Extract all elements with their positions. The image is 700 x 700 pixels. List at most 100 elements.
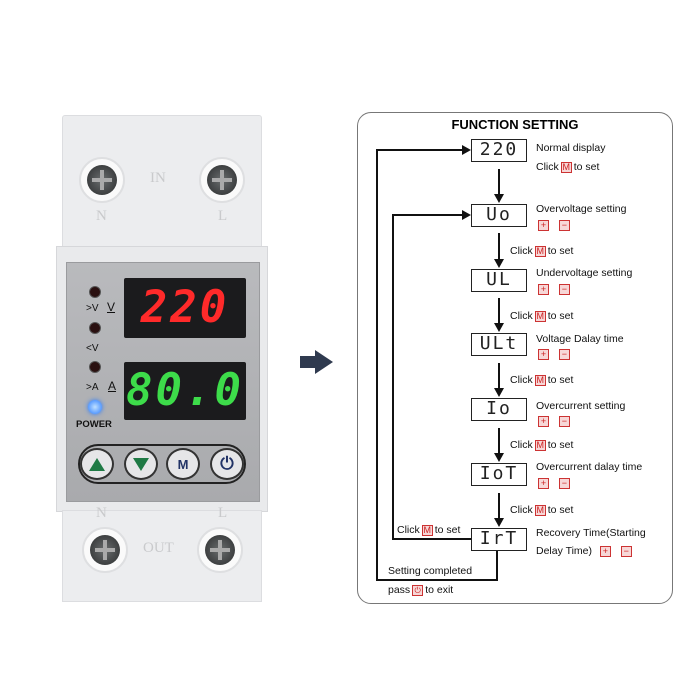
power-key-icon: ⏻ bbox=[412, 584, 424, 596]
outer-loop-bottom bbox=[376, 579, 498, 581]
step-box-uo: Uo bbox=[471, 204, 527, 227]
undervoltage-led bbox=[89, 322, 101, 334]
step-box-iot: IoT bbox=[471, 463, 527, 486]
out-label: OUT bbox=[143, 540, 174, 556]
down-arrow-icon bbox=[494, 323, 504, 332]
voltage-display: 220 bbox=[124, 278, 246, 338]
step-label: Normal display bbox=[536, 142, 606, 154]
step-label: Overvoltage setting bbox=[536, 203, 627, 215]
m-key-icon: M bbox=[534, 504, 546, 516]
down-arrow-icon bbox=[133, 457, 149, 471]
to-set-text: to set bbox=[573, 161, 600, 173]
down-arrow-line bbox=[498, 493, 500, 519]
click-text: Click bbox=[536, 161, 559, 173]
in-label: IN bbox=[150, 170, 166, 186]
power-icon: ⏻ bbox=[220, 454, 234, 473]
step-box-io: Io bbox=[471, 398, 527, 421]
down-arrow-icon bbox=[494, 453, 504, 462]
step-box-ult: ULt bbox=[471, 333, 527, 356]
plus-minus-keys: + − bbox=[536, 348, 572, 360]
minus-key-icon: − bbox=[620, 545, 632, 557]
step-label: Overcurrent setting bbox=[536, 400, 626, 412]
setting-completed-text: Setting completed bbox=[388, 565, 473, 577]
overcurrent-label: >A bbox=[86, 382, 99, 393]
minus-key-icon: − bbox=[558, 348, 570, 360]
step-label-text: Delay Time) bbox=[536, 545, 593, 557]
current-unit: A bbox=[108, 379, 117, 393]
to-set-text: to set bbox=[547, 310, 574, 322]
m-key-icon: M bbox=[421, 524, 433, 536]
m-key-icon: M bbox=[534, 245, 546, 257]
screw-terminal-n-out bbox=[82, 527, 128, 573]
arrow-shaft bbox=[300, 356, 316, 368]
plus-key-icon: + bbox=[538, 415, 549, 427]
arrow-right-icon bbox=[462, 145, 471, 155]
step-label: Undervoltage setting bbox=[536, 267, 633, 279]
l-label: L bbox=[218, 208, 228, 224]
m-key-icon: M bbox=[534, 439, 546, 451]
m-key-icon: M bbox=[534, 374, 546, 386]
up-button[interactable] bbox=[80, 448, 114, 480]
power-button[interactable]: ⏻ bbox=[210, 448, 244, 480]
down-arrow-line bbox=[498, 428, 500, 454]
overvoltage-led bbox=[89, 286, 101, 298]
outer-loop-riser bbox=[496, 551, 498, 581]
to-set-text: to set bbox=[547, 439, 574, 451]
power-led bbox=[88, 400, 102, 414]
inner-loop-top bbox=[392, 214, 462, 216]
right-arrow-icon bbox=[315, 350, 333, 374]
down-arrow-icon bbox=[494, 388, 504, 397]
minus-key-icon: − bbox=[558, 415, 570, 427]
n-label-out: N bbox=[96, 505, 107, 521]
click-text: Click bbox=[510, 504, 533, 516]
plus-key-icon: + bbox=[538, 219, 549, 231]
step-label: Overcurrent dalay time bbox=[536, 461, 643, 473]
inner-loop-bottom bbox=[392, 538, 471, 540]
step-box-normal: 220 bbox=[471, 139, 527, 162]
up-arrow-icon bbox=[89, 457, 105, 471]
step-box-ul: UL bbox=[471, 269, 527, 292]
plus-key-icon: + bbox=[599, 545, 611, 557]
screw-terminal-l-out bbox=[197, 527, 243, 573]
down-arrow-line bbox=[498, 363, 500, 389]
click-text: Click bbox=[397, 524, 420, 536]
m-key-icon: M bbox=[560, 161, 572, 173]
step-label-line2: Delay Time) + − bbox=[536, 545, 634, 557]
plus-minus-keys: + − bbox=[536, 219, 572, 231]
down-arrow-line bbox=[498, 298, 500, 324]
l-label-out: L bbox=[218, 505, 228, 521]
plus-key-icon: + bbox=[538, 348, 549, 360]
arrow-right-icon bbox=[462, 210, 471, 220]
down-arrow-line bbox=[498, 233, 500, 260]
minus-key-icon: − bbox=[558, 219, 570, 231]
inner-loop-line bbox=[392, 214, 394, 540]
n-label: N bbox=[96, 208, 107, 224]
down-arrow-icon bbox=[494, 518, 504, 527]
overcurrent-led bbox=[89, 361, 101, 373]
down-button[interactable] bbox=[124, 448, 158, 480]
plus-minus-keys: + − bbox=[536, 415, 572, 427]
plus-minus-keys: + − bbox=[536, 283, 572, 295]
down-arrow-line bbox=[498, 169, 500, 195]
m-button[interactable]: M bbox=[166, 448, 200, 480]
outer-loop-line bbox=[376, 149, 378, 581]
plus-key-icon: + bbox=[538, 477, 549, 489]
minus-key-icon: − bbox=[558, 283, 570, 295]
down-arrow-icon bbox=[494, 259, 504, 268]
click-text: Click bbox=[510, 374, 533, 386]
plus-key-icon: + bbox=[538, 283, 549, 295]
outer-loop-top bbox=[376, 149, 462, 151]
to-exit-text: to exit bbox=[425, 584, 454, 596]
to-set-text: to set bbox=[547, 374, 574, 386]
voltage-unit: V bbox=[107, 300, 116, 314]
function-setting-panel bbox=[357, 112, 673, 604]
screw-terminal-n-in bbox=[79, 157, 125, 203]
diagram-title: FUNCTION SETTING bbox=[451, 117, 579, 132]
plus-minus-keys: + − bbox=[536, 477, 572, 489]
